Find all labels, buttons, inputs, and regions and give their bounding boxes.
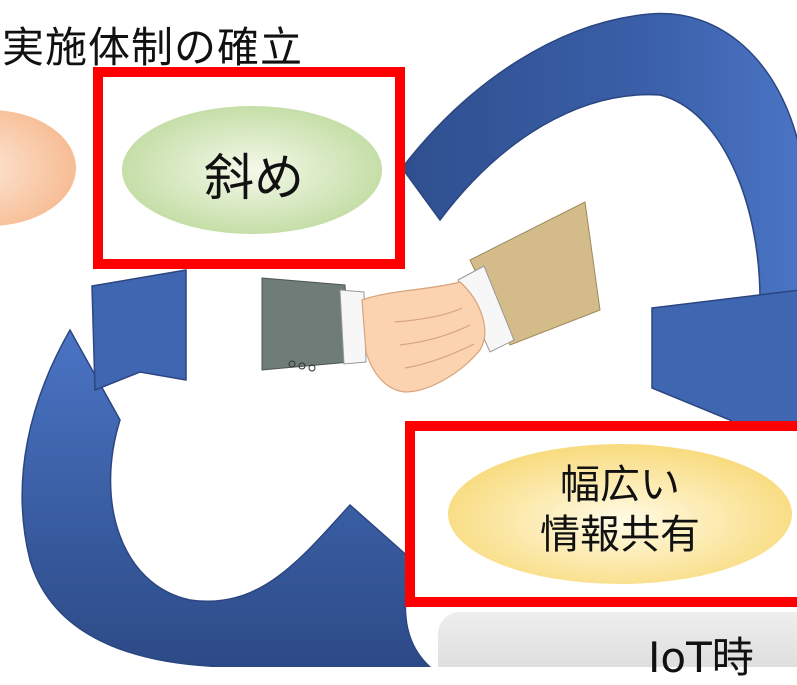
handshake-icon xyxy=(261,201,601,393)
bottom-box xyxy=(438,612,797,667)
info-share-label: 幅広い 情報共有 xyxy=(455,460,785,560)
info-share-line1: 幅広い xyxy=(560,462,680,508)
yellow-ellipse xyxy=(448,444,792,584)
diagonal-label: 斜め xyxy=(204,149,304,207)
page-title: 実施体制の確立 xyxy=(2,23,304,72)
bottom-partial-label: IoT時 xyxy=(648,633,754,682)
cycle-arrow-bottom-head xyxy=(91,269,187,392)
green-ellipse xyxy=(122,106,382,234)
cycle-arrow-bottom xyxy=(21,328,432,667)
peach-ellipse xyxy=(0,110,76,226)
cycle-diagram xyxy=(0,12,797,667)
info-share-line2: 情報共有 xyxy=(540,512,700,558)
